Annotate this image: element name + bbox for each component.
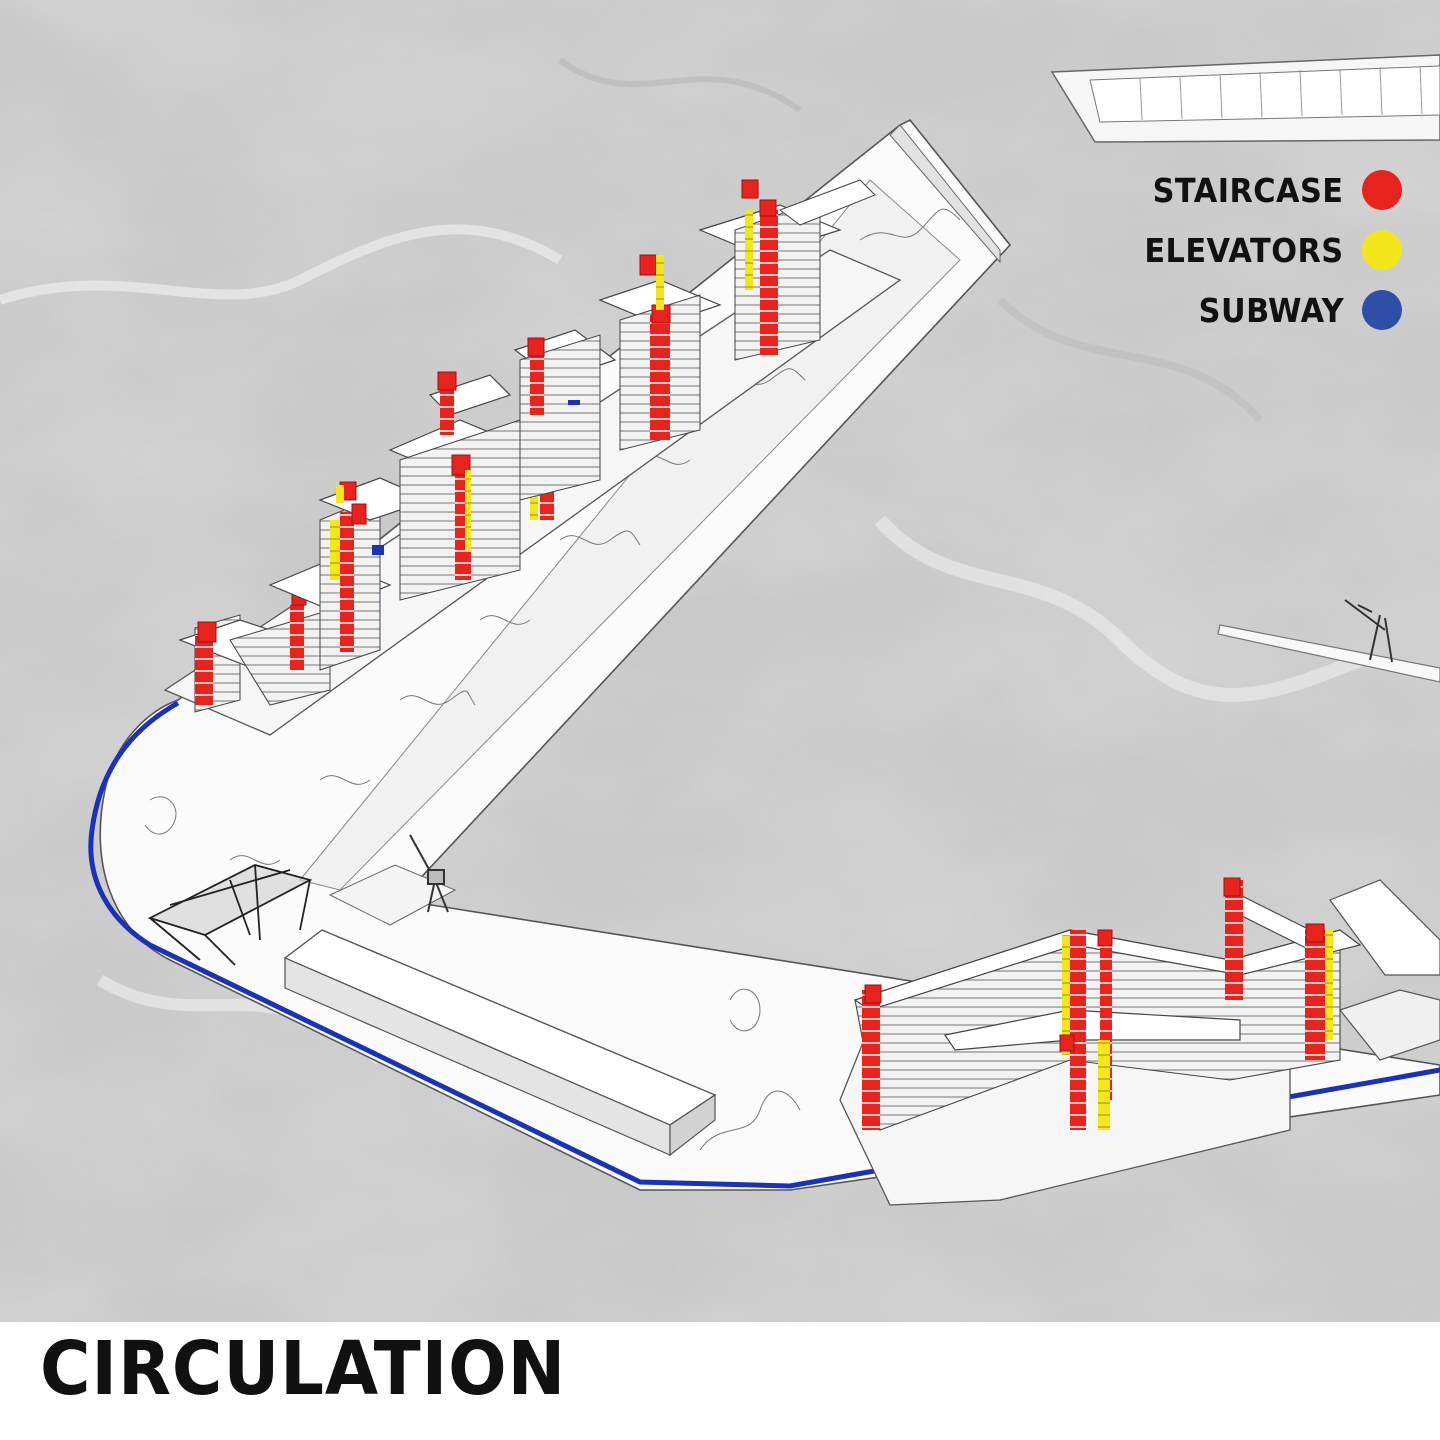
legend: STAIRCASE ELEVATORS SUBWAY	[1127, 160, 1402, 340]
warehouse	[283, 929, 717, 1157]
axonometric-drawing	[0, 0, 1440, 1322]
quay-platform	[88, 118, 1440, 1191]
legend-item-staircase: STAIRCASE	[1127, 160, 1402, 220]
gantry-crane	[147, 864, 313, 966]
north-pier	[1050, 54, 1440, 143]
caption-band	[0, 1322, 1440, 1440]
east-jetty	[1217, 599, 1440, 683]
elevators-swatch	[1362, 230, 1402, 270]
subway-swatch	[1362, 290, 1402, 330]
staircase-swatch	[1362, 170, 1402, 210]
legend-label: SUBWAY	[1198, 290, 1344, 330]
south-towers	[839, 877, 1440, 1206]
legend-label: ELEVATORS	[1144, 230, 1344, 270]
dock-crane	[328, 834, 457, 926]
north-towers	[163, 179, 902, 736]
legend-item-elevators: ELEVATORS	[1127, 220, 1402, 280]
page-title: CIRCULATION	[40, 1326, 567, 1412]
legend-label: STAIRCASE	[1153, 170, 1344, 210]
legend-item-subway: SUBWAY	[1127, 280, 1402, 340]
marble-background	[0, 0, 1440, 1322]
subway-line	[88, 700, 1440, 1189]
